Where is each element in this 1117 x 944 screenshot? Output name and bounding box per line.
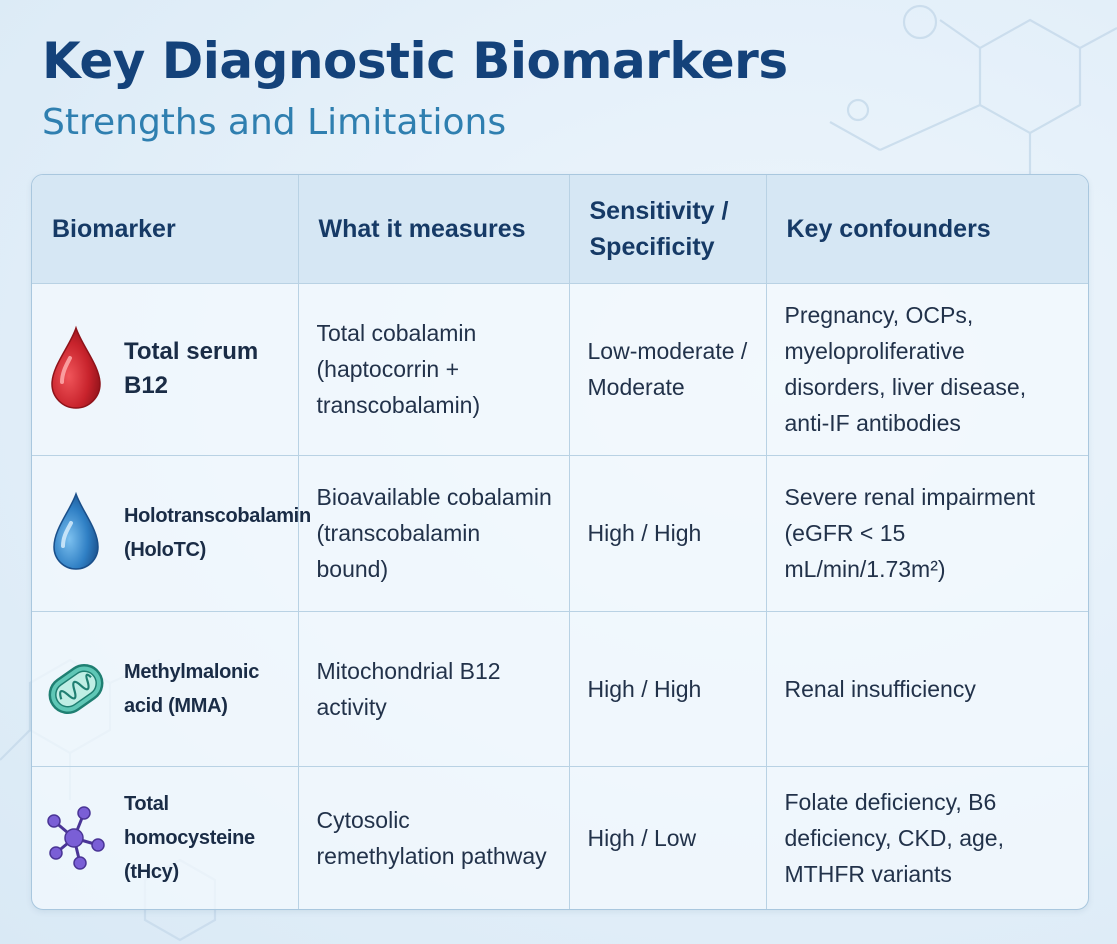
biomarker-name: Methylmalonic acid (MMA) bbox=[124, 660, 260, 717]
table-header-row: Biomarker What it measures Sensitivity /… bbox=[32, 175, 1088, 284]
measures-cell: Cytosolic remethylation pathway bbox=[297, 766, 570, 909]
mitochondria-icon bbox=[44, 644, 108, 734]
page-subtitle: Strengths and Limitations bbox=[42, 102, 507, 143]
red-blood-drop-icon bbox=[44, 324, 108, 414]
sensitivity-specificity-cell: High / High bbox=[568, 455, 767, 612]
sensitivity-specificity-cell: Low-moderate / Moderate bbox=[568, 282, 767, 457]
table-row: Total serum B12 Total cobalamin (haptoco… bbox=[32, 282, 1088, 457]
confounders-cell: Severe renal impairment (eGFR < 15 mL/mi… bbox=[765, 455, 1088, 612]
table-row: Holotranscobalamin (HoloTC) Bioavailable… bbox=[32, 455, 1088, 612]
biomarker-table-card: Biomarker What it measures Sensitivity /… bbox=[31, 174, 1089, 910]
header-key-confounders: Key confounders bbox=[765, 175, 1088, 284]
header-what-it-measures: What it measures bbox=[297, 175, 570, 284]
measures-cell: Mitochondrial B12 activity bbox=[297, 610, 570, 768]
biomarker-table: Biomarker What it measures Sensitivity /… bbox=[32, 175, 1088, 909]
confounders-cell: Folate deficiency, B6 deficiency, CKD, a… bbox=[765, 766, 1088, 909]
molecule-icon bbox=[44, 793, 108, 883]
biomarker-cell: Holotranscobalamin (HoloTC) bbox=[32, 455, 311, 612]
biomarker-name: Total serum B12 bbox=[124, 338, 259, 400]
header-sensitivity-specificity: Sensitivity / Specificity bbox=[568, 175, 767, 284]
sensitivity-specificity-cell: High / High bbox=[568, 610, 767, 768]
biomarker-cell: Total serum B12 bbox=[32, 282, 299, 457]
blue-drop-icon bbox=[44, 488, 108, 578]
measures-cell: Total cobalamin (haptocorrin + transcoba… bbox=[297, 282, 570, 457]
sensitivity-specificity-cell: High / Low bbox=[568, 766, 767, 909]
confounders-cell: Renal insufficiency bbox=[765, 610, 1088, 768]
confounders-cell: Pregnancy, OCPs, myeloproliferative diso… bbox=[765, 282, 1088, 457]
page-title: Key Diagnostic Biomarkers bbox=[42, 32, 788, 90]
biomarker-name: Holotranscobalamin (HoloTC) bbox=[124, 505, 311, 562]
measures-cell: Bioavailable cobalamin (transcobalamin b… bbox=[297, 455, 570, 612]
header-biomarker: Biomarker bbox=[32, 175, 299, 284]
biomarker-cell: Methylmalonic acid (MMA) bbox=[32, 610, 299, 768]
biomarker-name: Total homocysteine (tHcy) bbox=[124, 793, 255, 883]
table-row: Total homocysteine (tHcy) Cytosolic reme… bbox=[32, 766, 1088, 909]
biomarker-cell: Total homocysteine (tHcy) bbox=[32, 766, 299, 909]
table-row: Methylmalonic acid (MMA) Mitochondrial B… bbox=[32, 610, 1088, 768]
